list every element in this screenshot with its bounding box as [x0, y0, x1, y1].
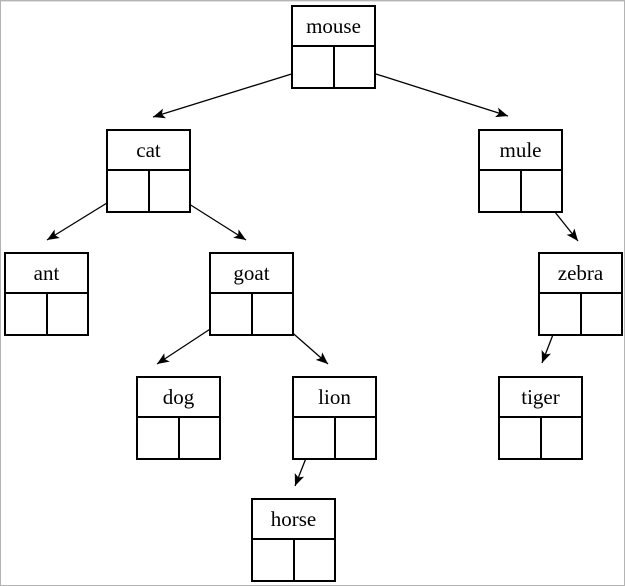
right-pointer-cell	[582, 294, 622, 334]
pointer-cells	[540, 294, 621, 334]
left-pointer-cell	[6, 294, 48, 334]
left-pointer-cell	[108, 171, 150, 211]
node-label-goat: goat	[211, 254, 292, 294]
tree-node-zebra: zebra	[538, 252, 623, 336]
pointer-cells	[108, 171, 189, 211]
pointer-cells	[294, 418, 375, 458]
right-pointer-cell	[253, 294, 293, 334]
node-label-mouse: mouse	[293, 7, 374, 47]
tree-node-ant: ant	[4, 252, 89, 336]
right-pointer-cell	[180, 418, 220, 458]
node-label-tiger: tiger	[500, 378, 581, 418]
node-label-mule: mule	[480, 131, 561, 171]
node-label-lion: lion	[294, 378, 375, 418]
tree-node-mule: mule	[478, 129, 563, 213]
node-label-ant: ant	[6, 254, 87, 294]
tree-node-mouse: mouse	[291, 5, 376, 89]
right-pointer-cell	[522, 171, 562, 211]
right-pointer-cell	[150, 171, 190, 211]
tree-node-cat: cat	[106, 129, 191, 213]
pointer-cells	[253, 540, 334, 580]
tree-node-lion: lion	[292, 376, 377, 460]
left-pointer-cell	[540, 294, 582, 334]
left-pointer-cell	[211, 294, 253, 334]
left-pointer-cell	[253, 540, 295, 580]
left-pointer-cell	[500, 418, 542, 458]
left-pointer-cell	[294, 418, 336, 458]
pointer-cells	[6, 294, 87, 334]
left-pointer-cell	[480, 171, 522, 211]
right-pointer-cell	[335, 47, 375, 87]
edge-mouse-cat	[152, 66, 315, 119]
right-pointer-cell	[542, 418, 582, 458]
pointer-cells	[138, 418, 219, 458]
tree-node-goat: goat	[209, 252, 294, 336]
tree-node-tiger: tiger	[498, 376, 583, 460]
right-pointer-cell	[295, 540, 335, 580]
pointer-cells	[480, 171, 561, 211]
pointer-cells	[500, 418, 581, 458]
right-pointer-cell	[48, 294, 88, 334]
tree-node-dog: dog	[136, 376, 221, 460]
node-label-dog: dog	[138, 378, 219, 418]
node-label-cat: cat	[108, 131, 189, 171]
right-pointer-cell	[336, 418, 376, 458]
pointer-cells	[293, 47, 374, 87]
left-pointer-cell	[138, 418, 180, 458]
edge-mouse-mule	[353, 66, 509, 118]
pointer-cells	[211, 294, 292, 334]
tree-node-horse: horse	[251, 498, 336, 582]
node-label-horse: horse	[253, 500, 334, 540]
left-pointer-cell	[293, 47, 335, 87]
node-label-zebra: zebra	[540, 254, 621, 294]
